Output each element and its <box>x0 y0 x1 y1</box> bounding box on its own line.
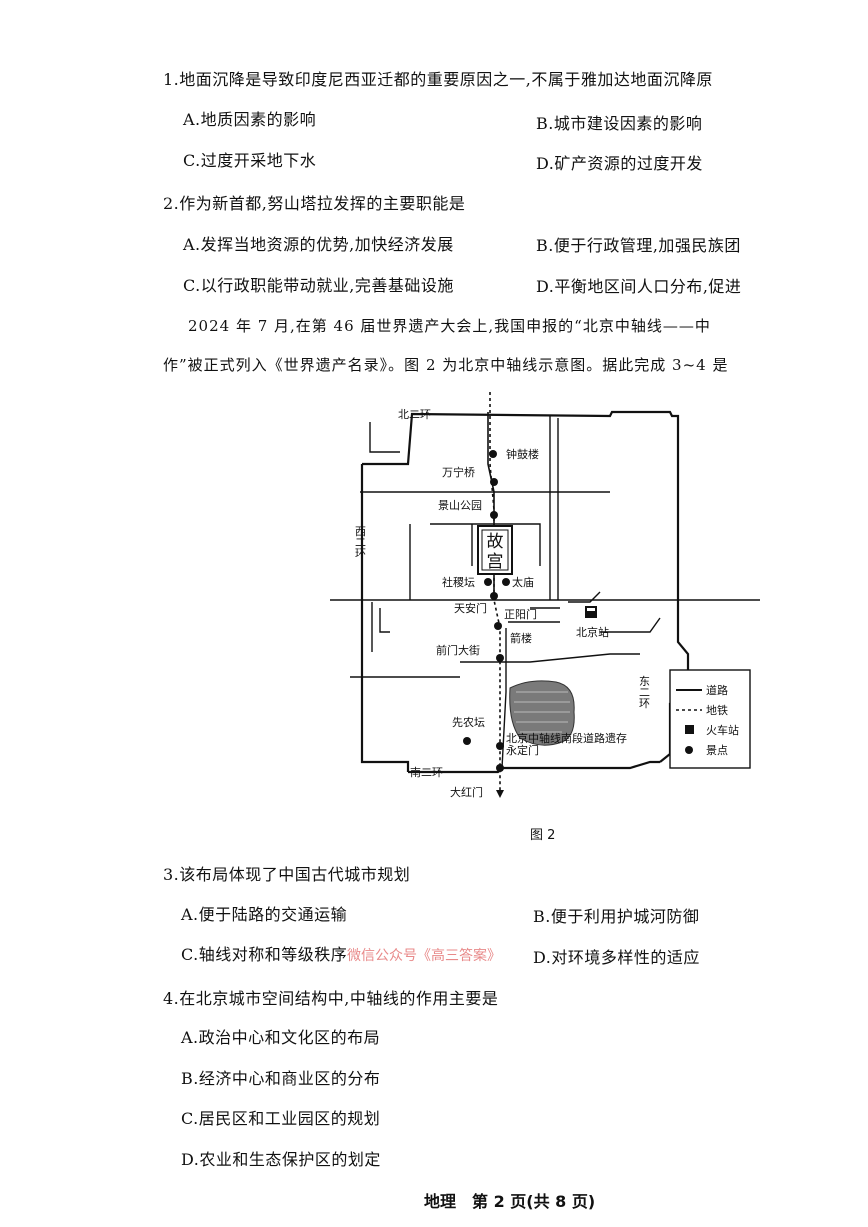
dot-qianmen <box>496 654 504 662</box>
label-dahongmen: 大红门 <box>450 785 483 799</box>
label-shejitan: 社稷坛 <box>442 575 475 589</box>
label-ring-west: 西二环 <box>354 526 367 559</box>
dot-wanningqiao <box>490 478 498 486</box>
q1-option-b[interactable]: B.城市建设因素的影响 <box>536 114 703 133</box>
scenic-dots <box>463 450 510 772</box>
south-arrow-icon <box>496 790 504 798</box>
road-south-west <box>501 628 507 769</box>
q4-option-d[interactable]: D.农业和生态保护区的划定 <box>181 1150 381 1169</box>
palace-label-2: 宫 <box>487 552 504 572</box>
intro-line-1: 2024 年 7 月,在第 46 届世界遗产大会上,我国申报的“北京中轴线——中 <box>188 317 711 335</box>
west-ring-lower <box>360 667 410 772</box>
label-beijing-station: 北京站 <box>576 625 609 639</box>
legend-site: 景点 <box>706 744 728 757</box>
beijing-axis-map: 故 宫 北二环 钟鼓楼 万宁桥 景山公园 社稷坛 太庙 天安门 正阳门 箭楼 前… <box>330 392 760 799</box>
east-ring-road <box>676 424 690 672</box>
legend-site-swatch <box>685 746 693 754</box>
q4-option-b[interactable]: B.经济中心和商业区的分布 <box>181 1069 381 1088</box>
watermark: 微信公众号《高三答案》 <box>347 948 501 964</box>
q1-option-c[interactable]: C.过度开采地下水 <box>183 151 317 170</box>
dot-shejitan <box>484 578 492 586</box>
map-legend: 道路 地铁 火车站 景点 <box>669 669 751 769</box>
road-palace-north <box>430 523 541 566</box>
label-taimiao: 太庙 <box>512 575 534 589</box>
q4-option-c[interactable]: C.居民区和工业园区的规划 <box>181 1109 381 1128</box>
q1-option-d[interactable]: D.矿产资源的过度开发 <box>536 154 703 173</box>
q2-option-b[interactable]: B.便于行政管理,加强民族团 <box>536 236 741 255</box>
dot-yongdingmen <box>496 764 504 772</box>
legend-station: 火车站 <box>706 723 739 737</box>
label-ring-east-text: 东二环 <box>638 675 651 708</box>
q2-option-a[interactable]: A.发挥当地资源的优势,加快经济发展 <box>183 235 454 254</box>
label-ring-west-text: 西二环 <box>354 526 367 559</box>
label-tiananmen: 天安门 <box>454 601 487 615</box>
q3-option-b[interactable]: B.便于利用护城河防御 <box>533 907 700 926</box>
label-jingshan: 景山公园 <box>438 499 482 512</box>
south-ring-road <box>408 760 660 774</box>
q3-option-a[interactable]: A.便于陆路的交通运输 <box>181 905 348 924</box>
road-west-2 <box>379 608 390 633</box>
palace-box: 故 宫 <box>477 525 513 575</box>
q1-option-a[interactable]: A.地质因素的影响 <box>183 110 317 129</box>
road-mid <box>460 653 640 663</box>
heritage-park-area <box>509 680 575 746</box>
dot-tiananmen <box>490 592 498 600</box>
page-footer: 地理 第 2 页(共 8 页) <box>424 1192 596 1211</box>
dot-taimiao <box>502 578 510 586</box>
label-south-road-remains: 北京中轴线南段道路遗存 <box>506 731 627 745</box>
figure-caption: 图 2 <box>530 828 556 843</box>
dot-jingshan <box>490 511 498 519</box>
q4-option-a[interactable]: A.政治中心和文化区的布局 <box>181 1028 381 1047</box>
road-station <box>568 591 601 603</box>
legend-subway: 地铁 <box>706 704 728 717</box>
dot-zhengyangmen <box>494 622 502 630</box>
question-3-stem: 3.该布局体现了中国古代城市规划 <box>163 865 411 884</box>
dot-xiannongtan <box>463 737 471 745</box>
north-ring-east <box>622 410 680 424</box>
label-jianlou: 箭楼 <box>510 631 532 645</box>
train-station-icon <box>585 606 597 618</box>
north-ring-road <box>362 410 622 466</box>
legend-road: 道路 <box>706 683 728 697</box>
intro-line-2: 作”被正式列入《世界遗产名录》。图 2 为北京中轴线示意图。据此完成 3~4 是 <box>163 356 729 374</box>
palace-label-1: 故 <box>487 532 504 552</box>
label-ring-east: 东二环 <box>638 675 651 708</box>
question-2-stem: 2.作为新首都,努山塔拉发挥的主要职能是 <box>163 194 466 213</box>
label-xiannongtan: 先农坛 <box>452 715 485 729</box>
label-ring-north: 北二环 <box>398 408 431 421</box>
label-ring-south: 南二环 <box>410 766 443 779</box>
q3-option-c[interactable]: C.轴线对称和等级秩序 <box>181 945 348 964</box>
q2-option-d[interactable]: D.平衡地区间人口分布,促进 <box>536 277 742 296</box>
legend-station-swatch <box>685 725 694 734</box>
q3-option-d[interactable]: D.对环境多样性的适应 <box>533 948 700 967</box>
label-zhengyangmen: 正阳门 <box>504 607 537 621</box>
dot-yongdingmen-north <box>496 742 504 750</box>
road-north-west <box>369 422 400 453</box>
question-4-stem: 4.在北京城市空间结构中,中轴线的作用主要是 <box>163 989 499 1008</box>
label-qianmendajie: 前门大街 <box>436 643 480 657</box>
q2-option-c[interactable]: C.以行政职能带动就业,完善基础设施 <box>183 276 454 295</box>
label-zhonggulou: 钟鼓楼 <box>506 447 539 461</box>
label-yongdingmen: 永定门 <box>506 743 539 757</box>
inner-roads <box>330 416 760 769</box>
question-1-stem: 1.地面沉降是导致印度尼西亚迁都的重要原因之一,不属于雅加达地面沉降原 <box>163 70 713 89</box>
dot-zhonggulou <box>489 450 497 458</box>
label-wanningqiao: 万宁桥 <box>442 465 475 479</box>
road-east-3 <box>600 617 661 633</box>
ring-roads <box>360 410 690 774</box>
